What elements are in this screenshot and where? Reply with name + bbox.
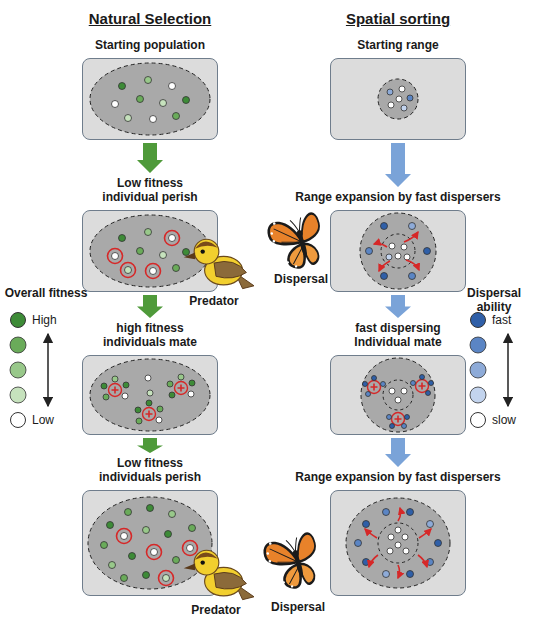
column-heading: Spatial sorting bbox=[308, 10, 488, 28]
stage-panel bbox=[330, 210, 466, 292]
fitness-scale bbox=[10, 362, 26, 378]
stage-box: Range expansion by fast dispersers bbox=[330, 190, 466, 292]
stage-panel bbox=[82, 58, 218, 140]
stage-panel bbox=[82, 210, 218, 292]
butterfly bbox=[265, 208, 328, 273]
annotation: Predator bbox=[184, 603, 248, 617]
dispersal-scale bbox=[470, 337, 486, 353]
fitness-scale bbox=[10, 334, 48, 406]
legend-text: fast bbox=[492, 313, 511, 327]
column-heading: Natural Selection bbox=[60, 10, 240, 28]
flow-arrow bbox=[385, 438, 411, 467]
stage-panel bbox=[82, 355, 218, 435]
flow-arrow bbox=[137, 295, 163, 318]
fitness-scale bbox=[10, 387, 26, 403]
legend-swatch bbox=[470, 412, 486, 428]
stage-label: Starting range bbox=[323, 38, 473, 52]
stage-label: Low fitness individual perish bbox=[95, 176, 205, 204]
annotation: Dispersal ability bbox=[448, 286, 540, 314]
stage-label: Low fitness individuals perish bbox=[95, 456, 205, 484]
fitness-scale bbox=[10, 337, 26, 353]
flow-arrow bbox=[137, 438, 163, 453]
annotation: Overall fitness bbox=[0, 286, 92, 300]
stage-panel bbox=[82, 490, 218, 596]
dispersal-scale bbox=[470, 387, 486, 403]
stage-box: Starting range bbox=[330, 38, 466, 140]
stage-label: Starting population bbox=[75, 38, 225, 52]
stage-panel bbox=[330, 355, 466, 435]
stage-box: Low fitness individuals perish bbox=[82, 456, 218, 596]
annotation: Predator bbox=[182, 294, 246, 308]
dispersal-scale bbox=[470, 362, 486, 378]
flow-arrow bbox=[385, 143, 411, 187]
stage-box: fast dispersing Individual mate bbox=[330, 321, 466, 435]
legend-text: Low bbox=[32, 413, 54, 427]
flow-arrow bbox=[137, 143, 163, 173]
stage-box: high fitness individuals mate bbox=[82, 321, 218, 435]
stage-panel bbox=[330, 490, 466, 596]
stage-box: Range expansion by fast dispersers bbox=[330, 470, 466, 596]
stage-box: Starting population bbox=[82, 38, 218, 140]
flow-arrow bbox=[385, 295, 411, 318]
stage-label: fast dispersing Individual mate bbox=[343, 321, 453, 349]
stage-label: Range expansion by fast dispersers bbox=[288, 470, 508, 484]
legend-text: slow bbox=[492, 413, 516, 427]
stage-label: Range expansion by fast dispersers bbox=[288, 190, 508, 204]
annotation: Dispersal bbox=[263, 600, 333, 614]
dispersal-scale bbox=[507, 334, 509, 406]
butterfly bbox=[261, 528, 324, 593]
legend-swatch bbox=[470, 312, 486, 328]
legend-swatch bbox=[10, 412, 26, 428]
stage-panel bbox=[330, 58, 466, 140]
dispersal-scale bbox=[470, 334, 508, 406]
stage-label: high fitness individuals mate bbox=[95, 321, 205, 349]
fitness-scale bbox=[47, 334, 49, 406]
legend-swatch bbox=[10, 312, 26, 328]
stage-box: Low fitness individual perish bbox=[82, 176, 218, 292]
annotation: Dispersal bbox=[266, 272, 336, 286]
legend-text: High bbox=[32, 313, 57, 327]
